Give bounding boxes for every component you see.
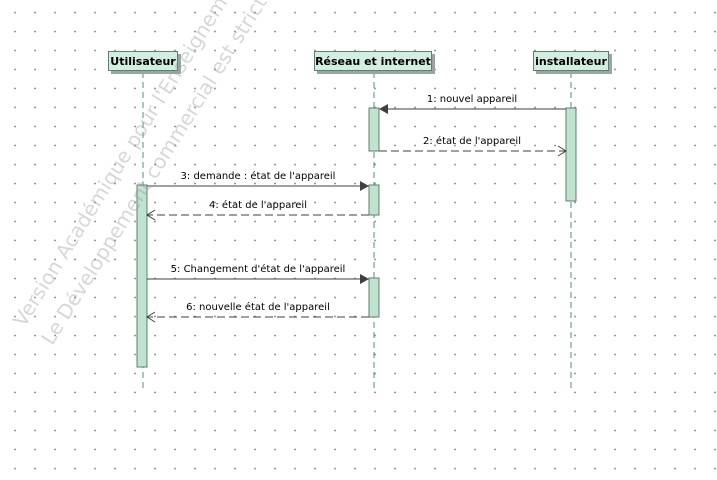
message-6-arrowhead bbox=[146, 311, 156, 323]
message-5-arrowhead bbox=[360, 274, 369, 284]
activation-reseau-1 bbox=[368, 107, 380, 152]
message-6-label[interactable]: 6: nouvelle état de l'appareil bbox=[186, 302, 330, 313]
lifeline-label-reseau: Réseau et internet bbox=[315, 54, 431, 68]
message-3-label[interactable]: 3: demande : état de l'appareil bbox=[180, 171, 336, 182]
activation-reseau-2 bbox=[368, 184, 380, 216]
message-3-arrowhead bbox=[360, 181, 369, 191]
lifeline-header-utilisateur[interactable]: Utilisateur bbox=[108, 51, 178, 71]
message-4-label[interactable]: 4: état de l'appareil bbox=[209, 200, 307, 211]
lifeline-header-reseau[interactable]: Réseau et internet bbox=[314, 51, 432, 71]
message-1-arrowhead bbox=[379, 104, 388, 114]
lifeline-header-installateur[interactable]: installateur bbox=[533, 51, 609, 71]
message-2-label[interactable]: 2: état de l'appareil bbox=[423, 136, 521, 147]
lifeline-label-utilisateur: Utilisateur bbox=[110, 54, 176, 68]
message-1-label[interactable]: 1: nouvel appareil bbox=[426, 94, 518, 105]
message-5-label[interactable]: 5: Changement d'état de l'appareil bbox=[170, 264, 346, 275]
activation-utilisateur bbox=[136, 184, 148, 368]
message-2-arrowhead bbox=[557, 145, 567, 157]
message-4-arrowhead bbox=[146, 209, 156, 221]
activation-reseau-3 bbox=[368, 277, 380, 318]
lifeline-label-installateur: installateur bbox=[535, 54, 607, 68]
activation-installateur bbox=[565, 107, 577, 202]
